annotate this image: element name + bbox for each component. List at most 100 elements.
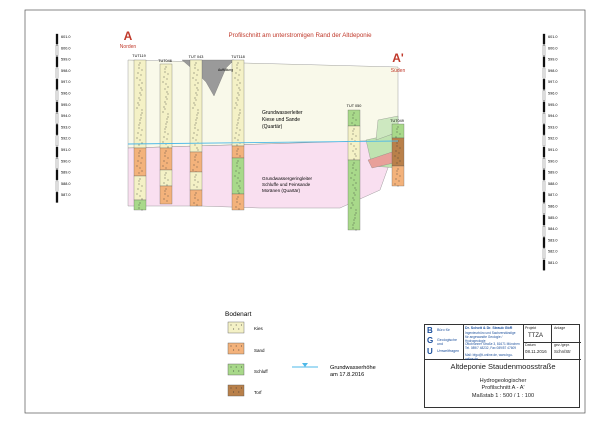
scale-segment xyxy=(542,192,546,203)
scale-tick-label: 601.0 xyxy=(61,35,71,39)
grain-mark xyxy=(351,138,353,140)
grain-mark xyxy=(138,97,140,99)
grain-mark xyxy=(139,139,141,141)
grain-mark xyxy=(396,142,398,144)
scale-segment xyxy=(55,56,59,68)
scale-segment xyxy=(55,192,59,203)
grain-mark xyxy=(398,152,400,154)
grain-mark xyxy=(166,121,168,123)
grain-mark xyxy=(236,124,238,126)
grain-mark xyxy=(139,62,141,64)
scale-segment xyxy=(542,203,546,214)
grain-mark xyxy=(355,169,357,171)
borehole-label: TUT118 xyxy=(231,55,244,59)
grain-mark xyxy=(195,174,197,176)
lower-unit-line: Schluffe und Feinsande xyxy=(262,182,311,187)
grain-mark xyxy=(353,219,355,221)
legend-swatch xyxy=(227,363,245,376)
grain-mark xyxy=(164,131,166,133)
grain-mark xyxy=(236,64,238,66)
projekt-value: TTZA xyxy=(528,333,543,339)
grain-mark xyxy=(192,137,194,139)
grain-mark xyxy=(164,155,166,157)
scale-segment xyxy=(542,45,546,56)
grain-mark xyxy=(352,117,354,119)
grain-mark xyxy=(398,180,400,182)
grain-mark xyxy=(164,177,166,179)
grain-mark xyxy=(139,79,141,81)
fill-label: Auffüllung xyxy=(218,68,233,72)
upper-unit-line: Kiese und Sande xyxy=(262,117,300,123)
grain-mark xyxy=(138,64,140,66)
grain-mark xyxy=(138,155,140,157)
grain-mark xyxy=(234,77,236,79)
grain-mark xyxy=(352,164,354,166)
grain-mark xyxy=(165,150,167,152)
grain-mark xyxy=(193,202,195,204)
grain-mark xyxy=(238,391,240,393)
grain-mark xyxy=(196,186,198,188)
grain-mark xyxy=(237,119,239,121)
grain-mark xyxy=(195,92,197,94)
borehole-layer xyxy=(231,145,245,159)
scale-segment xyxy=(542,33,546,45)
grain-mark xyxy=(238,134,240,136)
legend-label-torf: Torf xyxy=(254,390,262,395)
grain-mark xyxy=(141,129,143,131)
grain-mark xyxy=(352,167,354,169)
grain-mark xyxy=(137,132,139,134)
grain-mark xyxy=(238,185,240,187)
grain-mark xyxy=(141,157,143,159)
grain-mark xyxy=(138,67,140,69)
grain-mark xyxy=(240,345,242,347)
scale-segment xyxy=(542,146,546,158)
grain-mark xyxy=(165,96,167,98)
scale-tick-label: 587.0 xyxy=(61,193,71,197)
grain-mark xyxy=(235,387,237,389)
borehole-layer xyxy=(189,189,203,207)
scale-tick-label: 600.0 xyxy=(61,46,71,50)
end-right-letter: A' xyxy=(392,51,404,65)
grain-mark xyxy=(239,129,241,131)
grain-mark xyxy=(194,124,196,126)
grain-mark xyxy=(141,185,143,187)
scale-tick-label: 591.0 xyxy=(548,148,558,152)
legend-label-schluff: Schluff xyxy=(254,369,268,374)
grain-mark xyxy=(230,345,232,347)
scale-segment xyxy=(542,90,546,101)
scale-tick-label: 582.0 xyxy=(548,250,558,254)
scale-segment xyxy=(55,79,59,90)
scale-segment xyxy=(542,248,546,260)
grain-mark xyxy=(192,77,194,79)
grain-mark xyxy=(239,167,241,169)
scale-segment xyxy=(55,169,59,181)
grain-mark xyxy=(235,170,237,172)
grain-mark xyxy=(165,66,167,68)
grain-mark xyxy=(138,127,140,129)
grain-mark xyxy=(138,172,140,174)
grain-mark xyxy=(195,154,197,156)
legend-title: Bodenart xyxy=(225,311,252,318)
grain-mark xyxy=(354,153,356,155)
grain-mark xyxy=(138,204,140,206)
grain-mark xyxy=(396,131,398,133)
datum-value: 08.11.2016 xyxy=(525,349,547,354)
grain-mark xyxy=(352,184,354,186)
grain-mark xyxy=(139,92,141,94)
grain-mark xyxy=(197,69,199,71)
grain-mark xyxy=(165,83,167,85)
grain-mark xyxy=(236,67,238,69)
borehole-layer xyxy=(347,125,361,161)
grain-mark xyxy=(354,194,356,196)
grain-mark xyxy=(163,136,165,138)
grain-mark xyxy=(235,72,237,74)
scale-tick-label: 599.0 xyxy=(61,58,71,62)
grain-mark xyxy=(237,177,239,179)
grain-mark xyxy=(136,193,138,195)
scale-tick-label: 589.0 xyxy=(548,171,558,175)
borehole-layer xyxy=(133,199,147,211)
company-address: Ottobrunner Straße 3, 81671 München xyxy=(465,342,520,346)
grain-mark xyxy=(396,145,398,147)
gez-label: gez./gepr. xyxy=(554,343,570,347)
grain-mark xyxy=(237,139,239,141)
